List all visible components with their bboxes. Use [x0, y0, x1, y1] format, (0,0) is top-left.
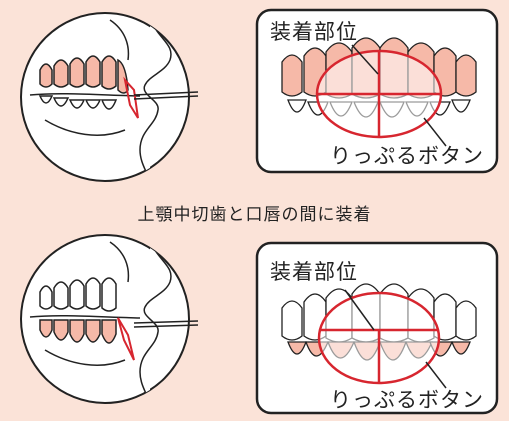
panel-title-top: 装着部位	[270, 20, 358, 44]
panel-title-bottom: 装着部位	[270, 260, 358, 284]
callout-box-bottom	[255, 241, 499, 415]
button-label-top: りっぷるボタン	[330, 144, 484, 168]
side-view-circle-bottom	[20, 234, 199, 404]
callout-box-top	[255, 8, 499, 174]
side-view-circle-top	[20, 12, 199, 182]
caption: 上顎中切歯と口唇の間に装着	[137, 205, 372, 225]
button-label-bottom: りっぷるボタン	[330, 388, 484, 412]
